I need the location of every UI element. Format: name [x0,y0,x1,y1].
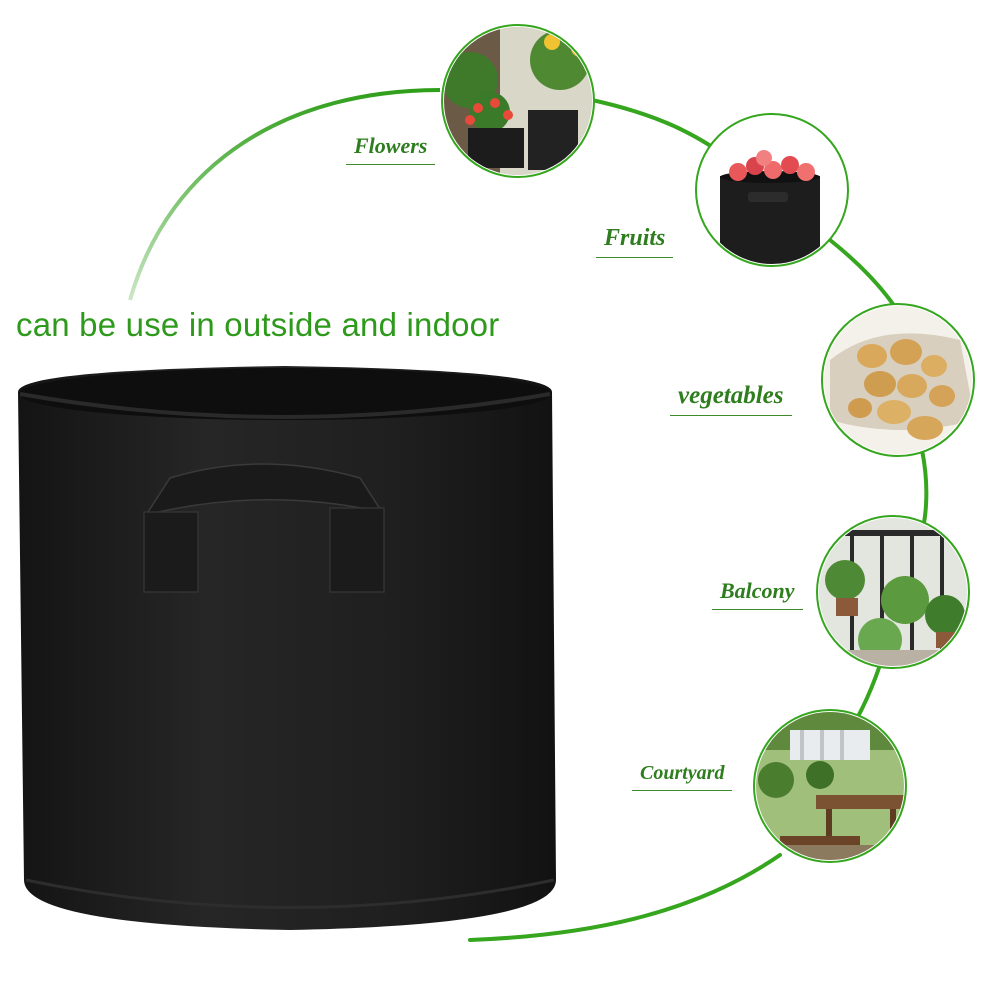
grow-bag-product [18,366,556,930]
underline [346,163,436,165]
underline [596,256,674,258]
label-flowers: Flowers [346,133,436,165]
underline [670,414,792,416]
green-arc-right [468,98,929,942]
label-flowers-text: Flowers [354,133,428,158]
label-fruits-text: Fruits [604,225,666,251]
label-vegetables-text: vegetables [678,382,784,409]
label-courtyard: Courtyard [632,762,733,791]
label-courtyard-text: Courtyard [640,762,725,784]
headline: can be use in outside and indoor [16,306,500,343]
balcony-photo [816,515,970,669]
label-fruits: Fruits [596,225,674,258]
label-balcony: Balcony [712,578,803,610]
label-balcony-text: Balcony [720,578,795,603]
label-vegetables: vegetables [670,382,792,416]
green-arc [128,88,441,301]
underline [632,789,733,791]
flowers-photo [441,24,595,178]
fruits-photo [695,113,849,267]
potatoes-photo [821,303,975,457]
underline [712,608,803,610]
courtyard-photo [753,709,907,863]
